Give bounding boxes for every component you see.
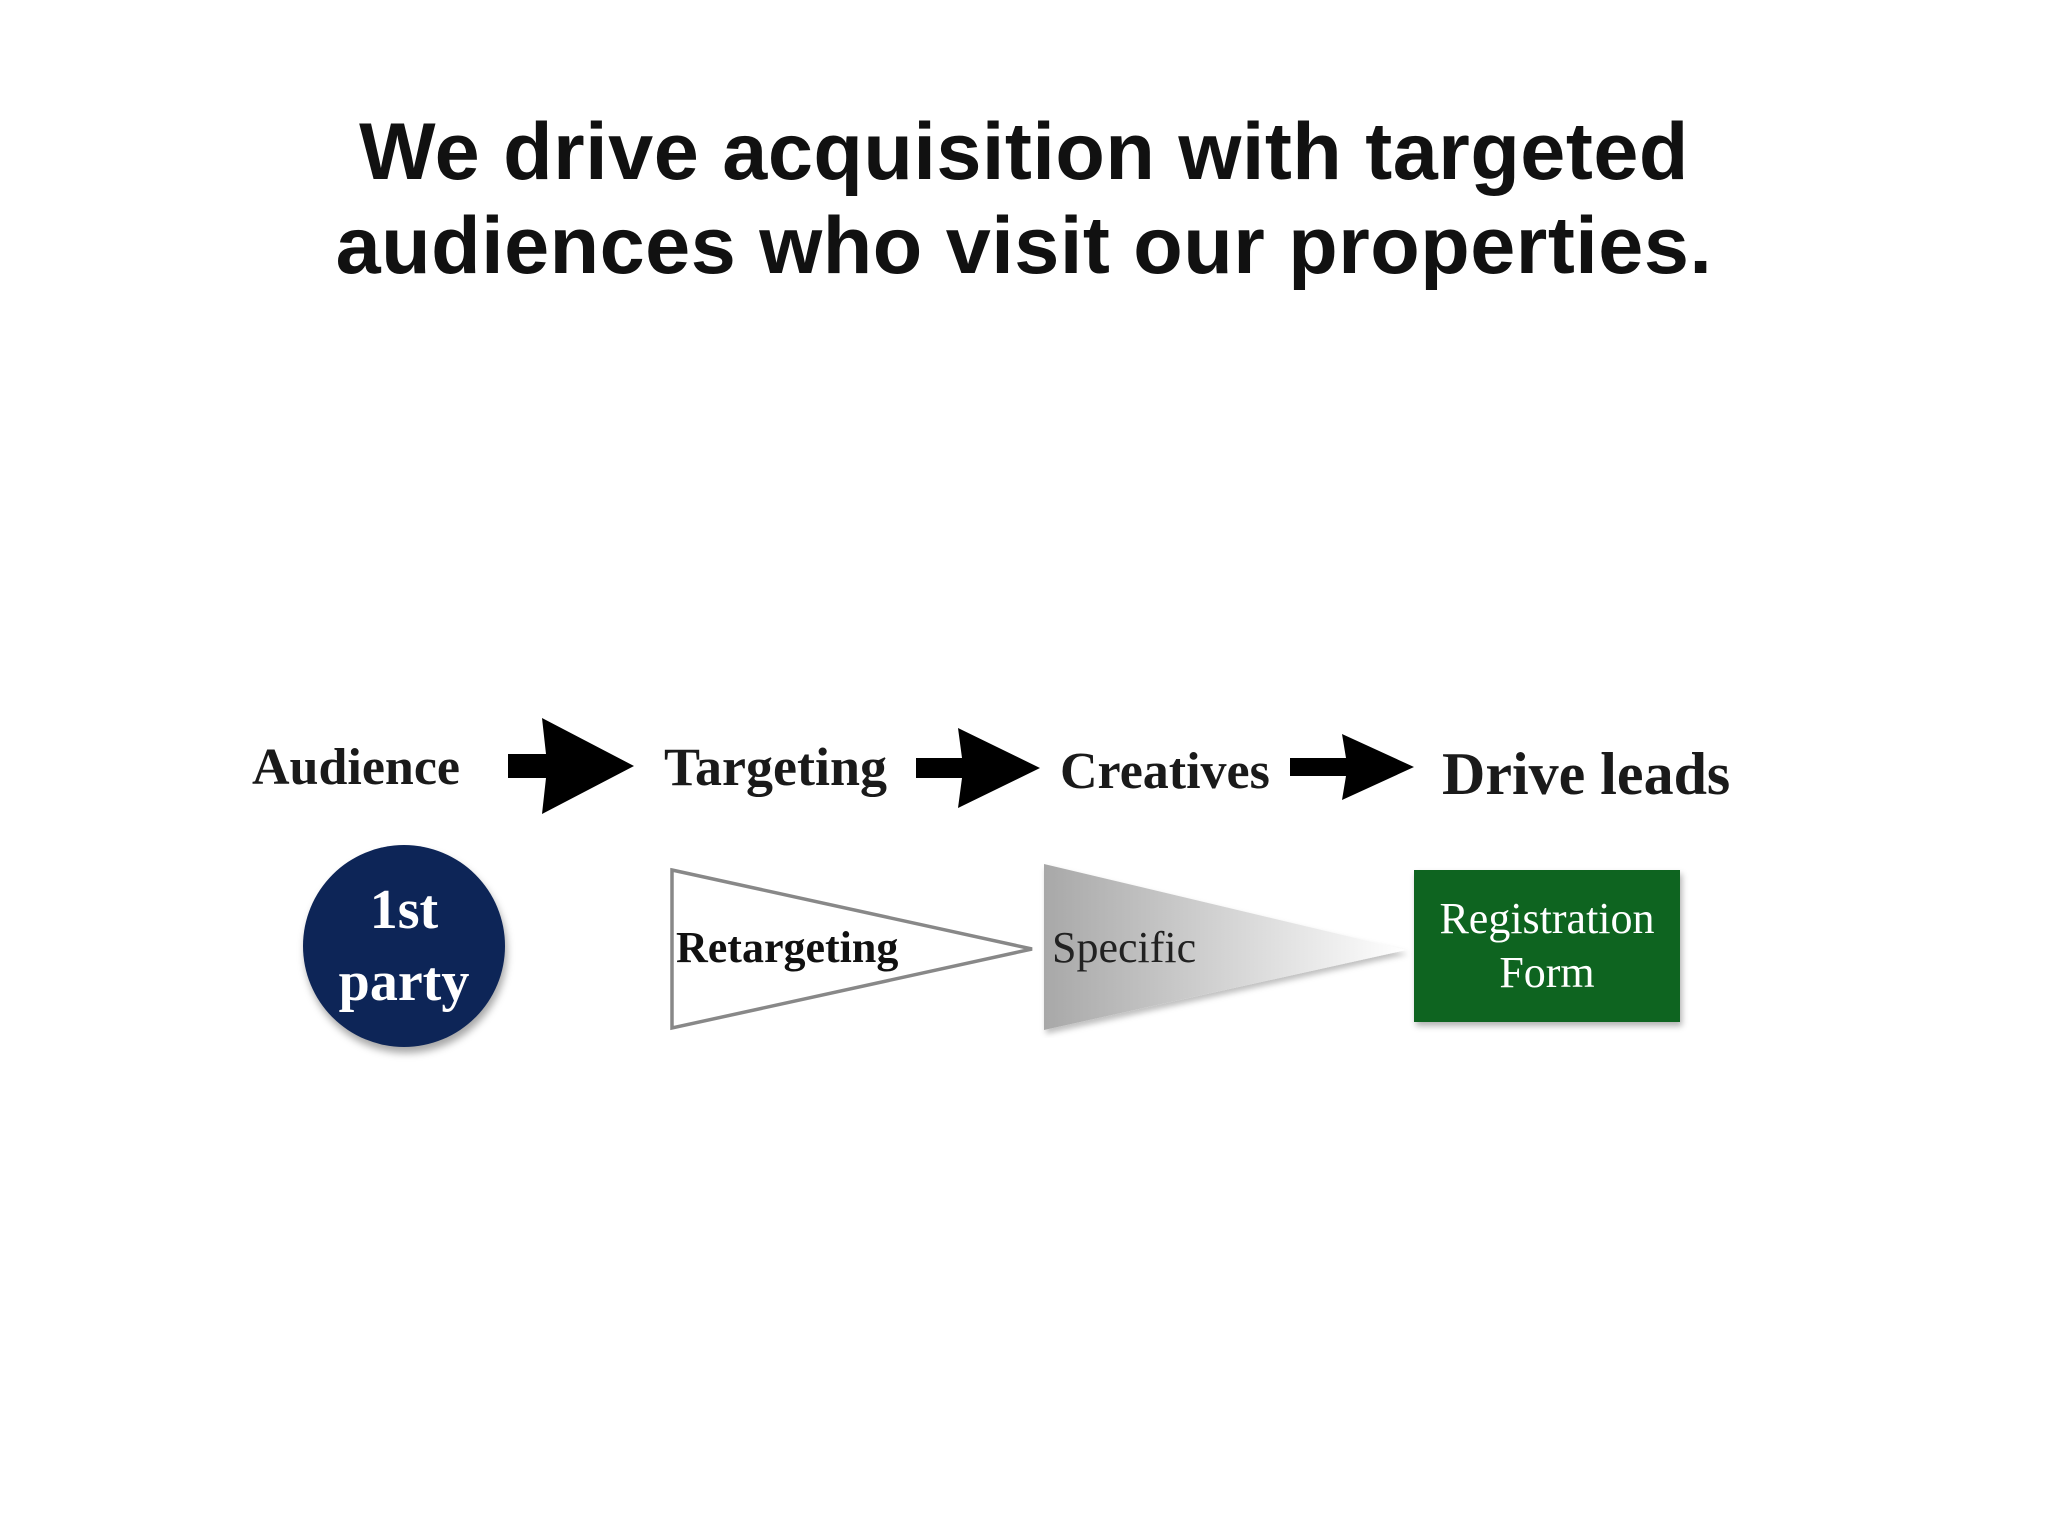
audience-circle-line-1: 1st bbox=[369, 879, 439, 941]
registration-form-line-2: Form bbox=[1499, 948, 1595, 997]
right-arrow-icon bbox=[1290, 734, 1414, 800]
step-label-creatives: Creatives bbox=[1060, 743, 1270, 800]
creatives-triangle bbox=[1044, 864, 1406, 1030]
slide-title: We drive acquisition with targeted audie… bbox=[0, 105, 2048, 293]
audience-circle-line-2: party bbox=[338, 951, 470, 1013]
targeting-triangle-label: Retargeting bbox=[676, 923, 899, 972]
step-label-targeting: Targeting bbox=[664, 737, 888, 797]
step-label-audience: Audience bbox=[252, 739, 460, 796]
targeting-triangle bbox=[670, 867, 1033, 1031]
audience-circle: 1st party bbox=[303, 845, 505, 1047]
creatives-triangle-label: Specific bbox=[1052, 923, 1197, 972]
right-arrow-icon bbox=[916, 728, 1040, 808]
slide-title-line-2: audiences who visit our properties. bbox=[335, 201, 1713, 291]
right-arrow-icon bbox=[508, 718, 634, 814]
registration-form-line-1: Registration bbox=[1439, 894, 1655, 943]
registration-form-box: Registration Form bbox=[1414, 870, 1680, 1022]
step-label-drive-leads: Drive leads bbox=[1442, 741, 1731, 807]
slide-title-line-1: We drive acquisition with targeted bbox=[359, 107, 1689, 197]
